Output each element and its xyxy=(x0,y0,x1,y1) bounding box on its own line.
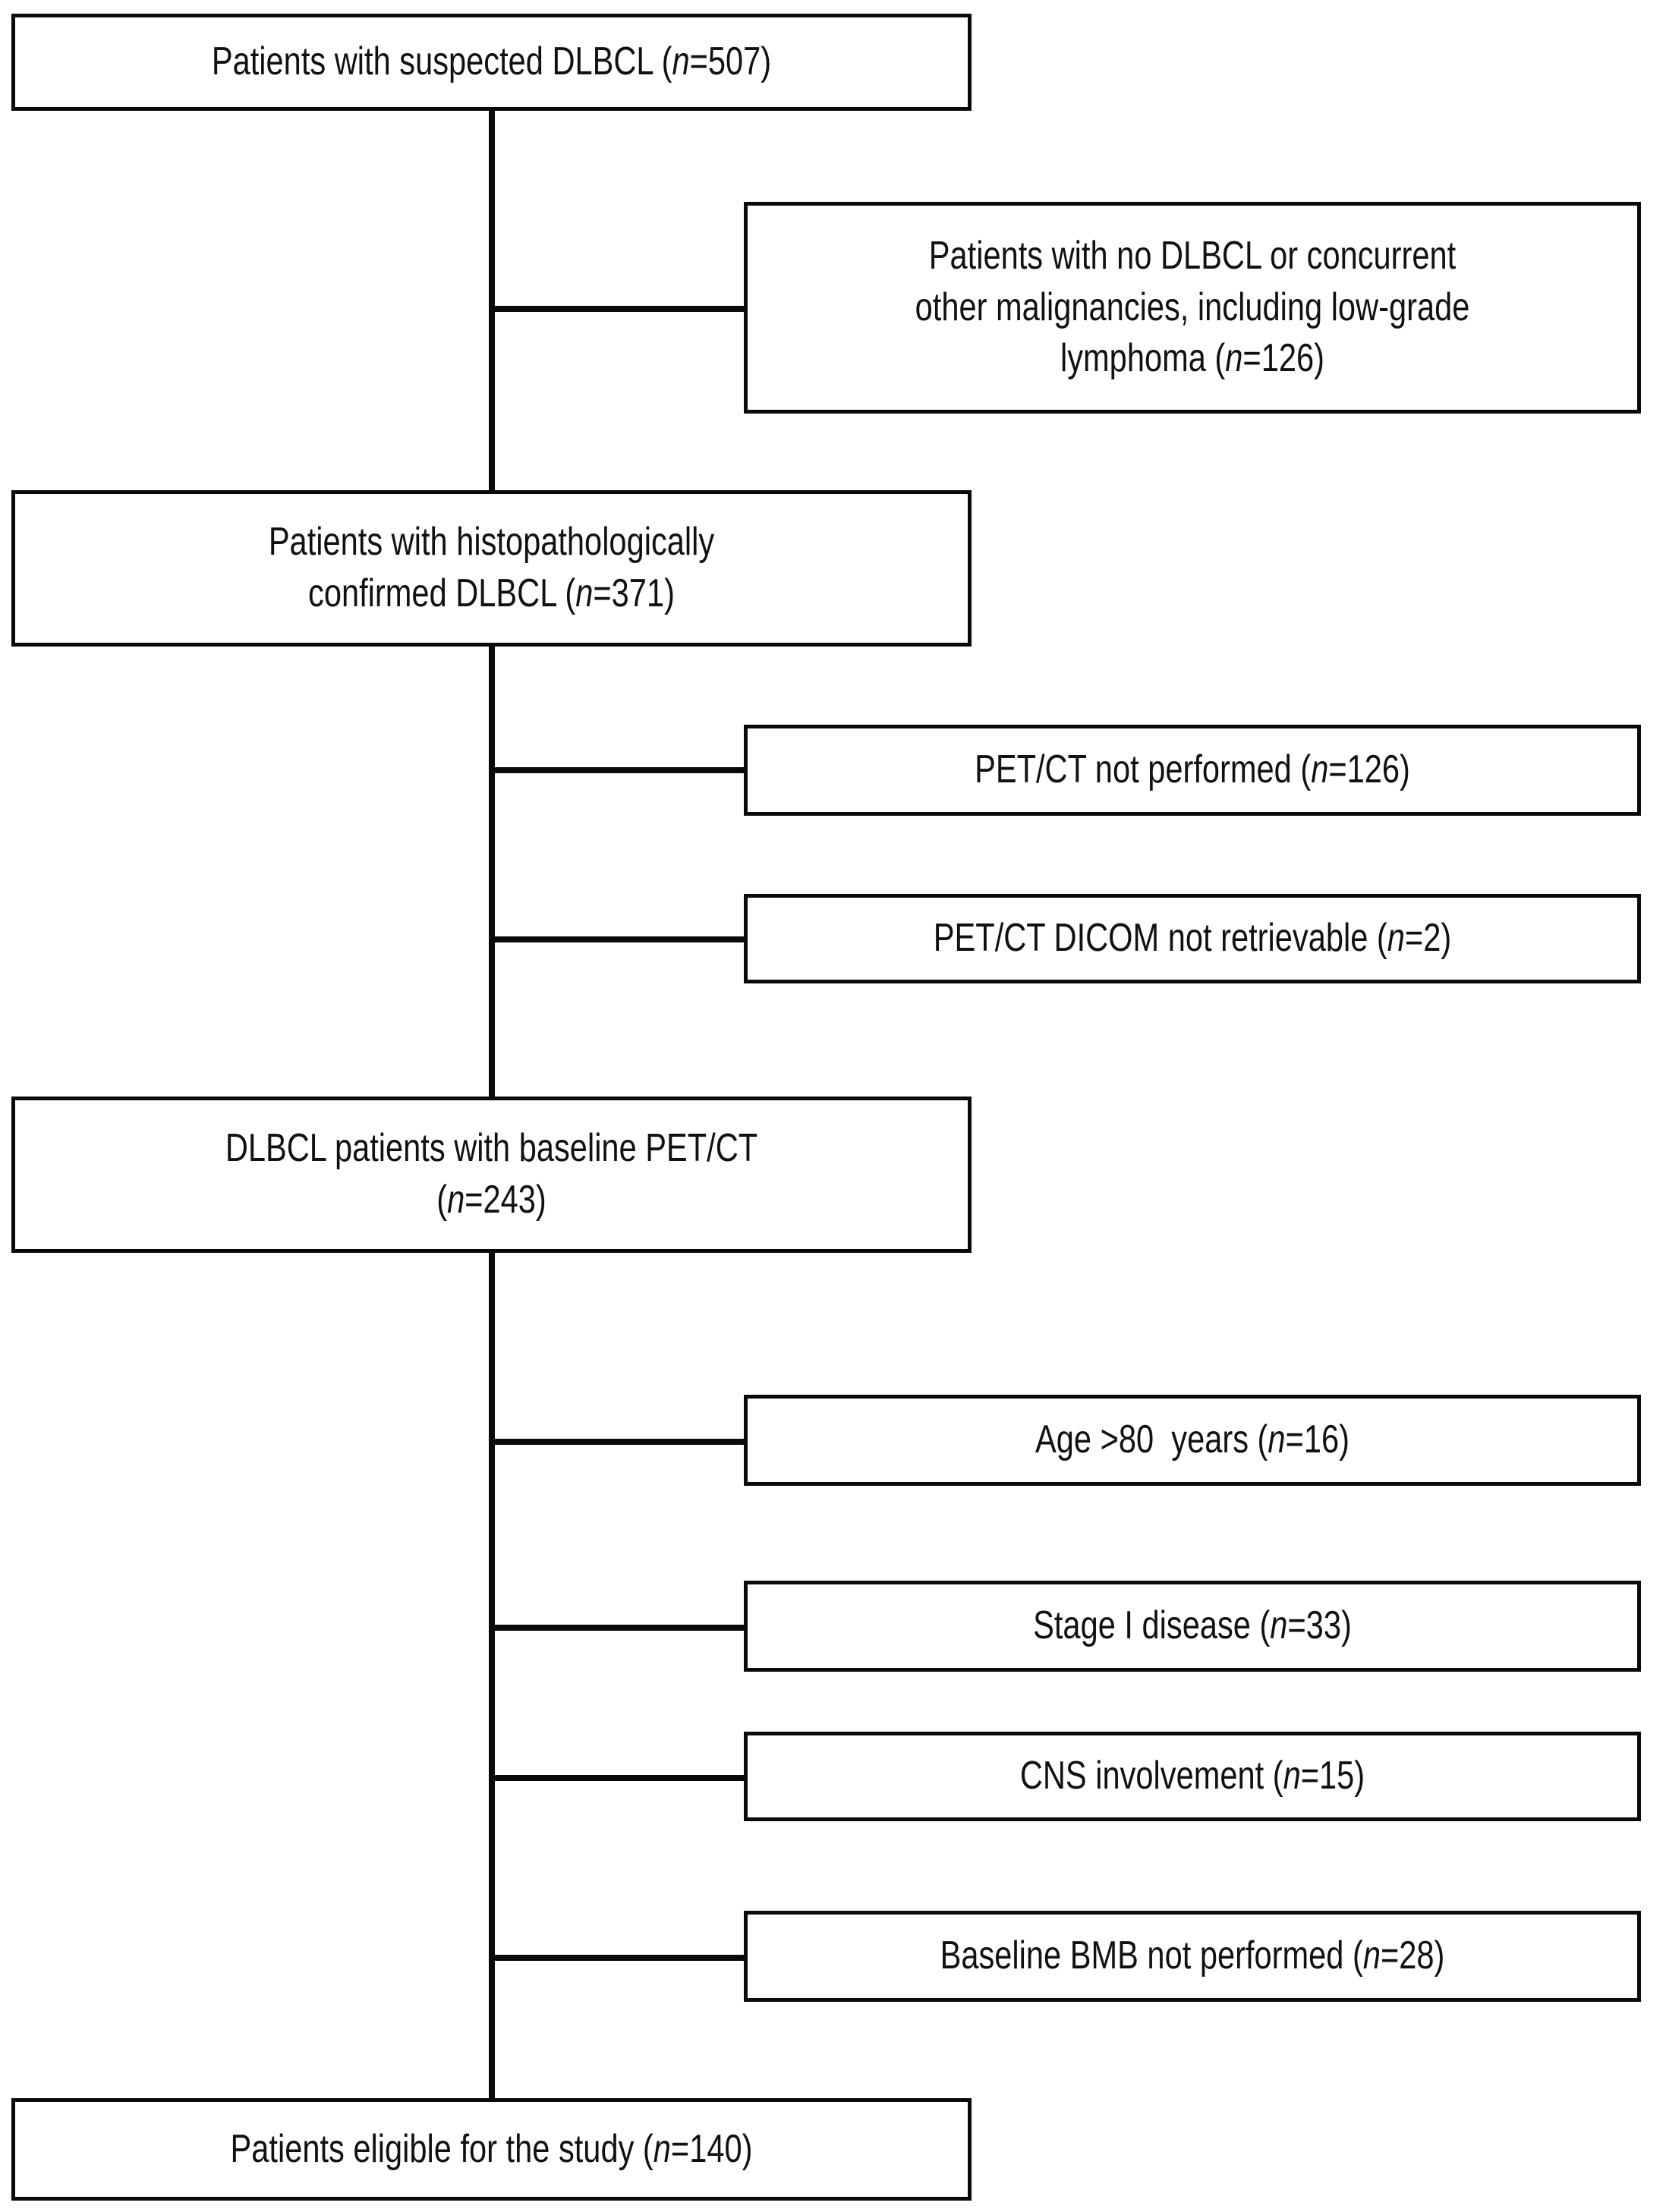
node-exclusion-stage-i-label: Stage I disease (n=33) xyxy=(1033,1603,1352,1648)
connector-branch-dicom xyxy=(489,936,747,942)
connector-branch-no-dlbcl xyxy=(489,306,747,312)
node-exclusion-bmb-not-performed-label: Baseline BMB not performed (n=28) xyxy=(940,1934,1445,1978)
node-exclusion-dicom-not-retrievable: PET/CT DICOM not retrievable (n=2) xyxy=(744,894,1641,983)
node-exclusion-cns-involvement-label: CNS involvement (n=15) xyxy=(1019,1754,1365,1798)
connector-trunk-1 xyxy=(489,109,495,492)
node-exclusion-cns-involvement: CNS involvement (n=15) xyxy=(744,1732,1641,1821)
node-baseline-petct: DLBCL patients with baseline PET/CT(n=24… xyxy=(11,1097,972,1253)
node-eligible-for-study-label: Patients eligible for the study (n=140) xyxy=(230,2126,753,2171)
node-exclusion-petct-not-performed-label: PET/CT not performed (n=126) xyxy=(975,747,1410,792)
connector-trunk-2 xyxy=(489,644,495,1100)
node-exclusion-petct-not-performed: PET/CT not performed (n=126) xyxy=(744,725,1641,816)
node-eligible-for-study: Patients eligible for the study (n=140) xyxy=(11,2098,972,2201)
connector-branch-petct-not-performed xyxy=(489,767,747,773)
connector-trunk-3 xyxy=(489,1251,495,2102)
connector-branch-cns xyxy=(489,1775,747,1781)
node-exclusion-age-over-80: Age >80 years (n=16) xyxy=(744,1395,1641,1486)
connector-branch-stage-i xyxy=(489,1625,747,1631)
connector-branch-age xyxy=(489,1439,747,1445)
node-exclusion-dicom-not-retrievable-label: PET/CT DICOM not retrievable (n=2) xyxy=(933,916,1452,961)
node-exclusion-age-over-80-label: Age >80 years (n=16) xyxy=(1035,1418,1349,1462)
node-exclusion-stage-i: Stage I disease (n=33) xyxy=(744,1581,1641,1672)
node-suspected-dlbcl-label: Patients with suspected DLBCL (n=507) xyxy=(211,39,772,84)
node-suspected-dlbcl: Patients with suspected DLBCL (n=507) xyxy=(11,14,972,111)
node-exclusion-bmb-not-performed: Baseline BMB not performed (n=28) xyxy=(744,1911,1641,2002)
node-baseline-petct-label: DLBCL patients with baseline PET/CT(n=24… xyxy=(225,1126,758,1222)
connector-branch-bmb xyxy=(489,1955,747,1961)
